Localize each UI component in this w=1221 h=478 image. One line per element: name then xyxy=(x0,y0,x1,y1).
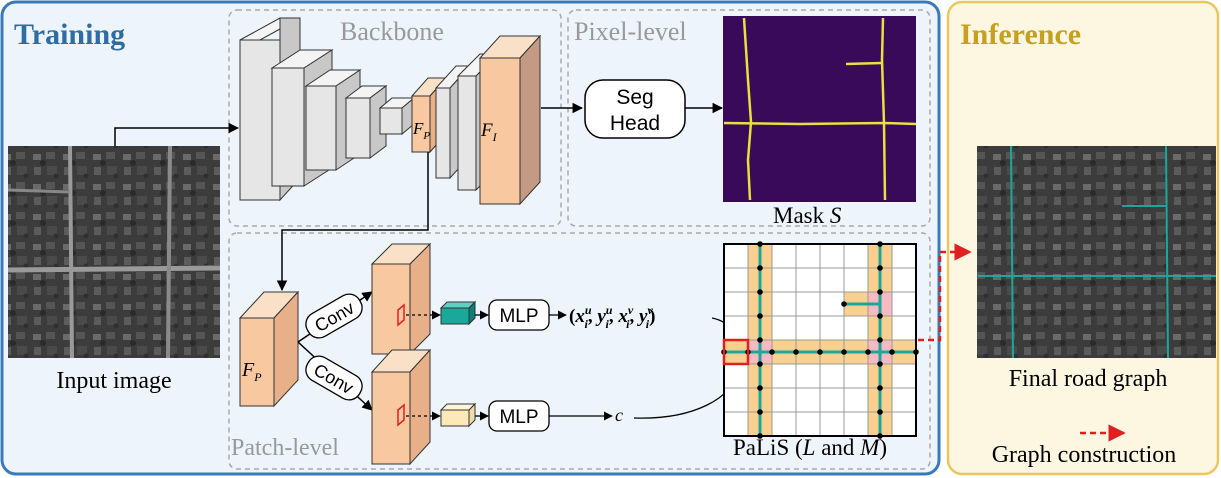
coord-token xyxy=(439,300,477,326)
palis-vertex xyxy=(817,349,823,355)
palis-vertex xyxy=(877,289,883,295)
palis-label: PaLiS ( xyxy=(733,435,803,460)
pixel-level-label: Pixel-level xyxy=(574,17,687,46)
conv-bottom-label: Conv xyxy=(305,355,363,401)
class-token xyxy=(439,402,477,428)
palis-vertex xyxy=(757,241,763,247)
mlp-bottom-box: MLP xyxy=(488,400,550,432)
fi-sub: I xyxy=(492,130,498,144)
patch-fp-label: F xyxy=(241,359,255,381)
seg-head-line1: Seg xyxy=(616,86,653,109)
palis-vertex xyxy=(913,349,919,355)
palis-m: M xyxy=(859,435,881,460)
patch-fp-sub: P xyxy=(253,370,262,384)
fi-feature-block: FI xyxy=(478,34,542,206)
palis-vertex xyxy=(865,349,871,355)
palis-vertex xyxy=(793,349,799,355)
mask-label: Mask xyxy=(773,203,830,228)
palis-vertex xyxy=(769,349,775,355)
mlp-bottom-text: MLP xyxy=(499,407,538,428)
patch-level-group: Patch-level FP Conv Conv xyxy=(228,232,931,470)
class-output: c xyxy=(615,405,623,425)
fi-label: F xyxy=(480,120,493,141)
palis-vertex xyxy=(877,337,883,343)
palis-vertex xyxy=(757,313,763,319)
coord-feature-block xyxy=(370,242,432,356)
palis-vertex xyxy=(757,337,763,343)
mask-image xyxy=(723,16,917,202)
inference-title: Inference xyxy=(960,18,1081,51)
graph-construction-arrow xyxy=(918,243,972,342)
svg-text:PaLiS (L and M): PaLiS (L and M) xyxy=(733,435,887,460)
palis-vertex xyxy=(877,265,883,271)
palis-close: ) xyxy=(879,435,887,460)
palis-vertex xyxy=(841,301,847,307)
palis-vertex xyxy=(841,349,847,355)
svg-text:Mask S: Mask S xyxy=(773,203,842,228)
palis-l: L xyxy=(802,435,816,460)
encoder-block-4 xyxy=(344,85,388,159)
palis-vertex xyxy=(877,433,883,439)
svg-text:FI: FI xyxy=(480,120,498,144)
palis-vertex xyxy=(757,265,763,271)
final-road-graph-label: Final road graph xyxy=(1009,366,1168,392)
palis-highlight-patch xyxy=(722,338,750,366)
training-title: Training xyxy=(14,18,125,51)
palis-vertex xyxy=(757,385,763,391)
backbone-label: Backbone xyxy=(340,17,444,46)
fp-label: F xyxy=(412,119,424,138)
seg-head-line2: Head xyxy=(610,112,660,135)
palis-vertex xyxy=(877,313,883,319)
backbone-group: Backbone xyxy=(228,9,562,227)
mlp-top-text: MLP xyxy=(499,306,538,327)
input-image xyxy=(7,145,221,359)
final-road-graph-image xyxy=(977,145,1216,359)
training-panel: Training xyxy=(0,0,941,476)
svg-text:FP: FP xyxy=(241,359,262,384)
palis-vertex xyxy=(877,361,883,367)
seg-head-box: Seg Head xyxy=(584,79,686,139)
palis-vertex xyxy=(877,409,883,415)
pixel-level-group: Pixel-level Seg Head Mask S xyxy=(567,9,931,228)
palis-grid xyxy=(721,241,919,439)
palis-vertex xyxy=(889,349,895,355)
palis-vertex xyxy=(757,289,763,295)
palis-vertex xyxy=(757,433,763,439)
palis-vertex xyxy=(757,409,763,415)
graph-construction-legend: Graph construction xyxy=(992,424,1177,468)
fp-sub: P xyxy=(422,130,430,142)
patch-level-label: Patch-level xyxy=(231,435,339,461)
class-feature-block xyxy=(370,348,432,466)
palis-and: and xyxy=(815,435,860,460)
input-image-label: Input image xyxy=(56,368,171,394)
palis-vertex xyxy=(757,361,763,367)
mask-symbol: S xyxy=(830,203,842,228)
svg-text:FP: FP xyxy=(412,119,430,142)
mlp-top-box: MLP xyxy=(488,299,550,331)
palis-vertex xyxy=(877,241,883,247)
encoder-block-5 xyxy=(378,96,416,136)
graph-construction-text: Graph construction xyxy=(992,442,1177,468)
patch-fp-block: FP xyxy=(238,290,300,408)
palis-vertex xyxy=(877,385,883,391)
